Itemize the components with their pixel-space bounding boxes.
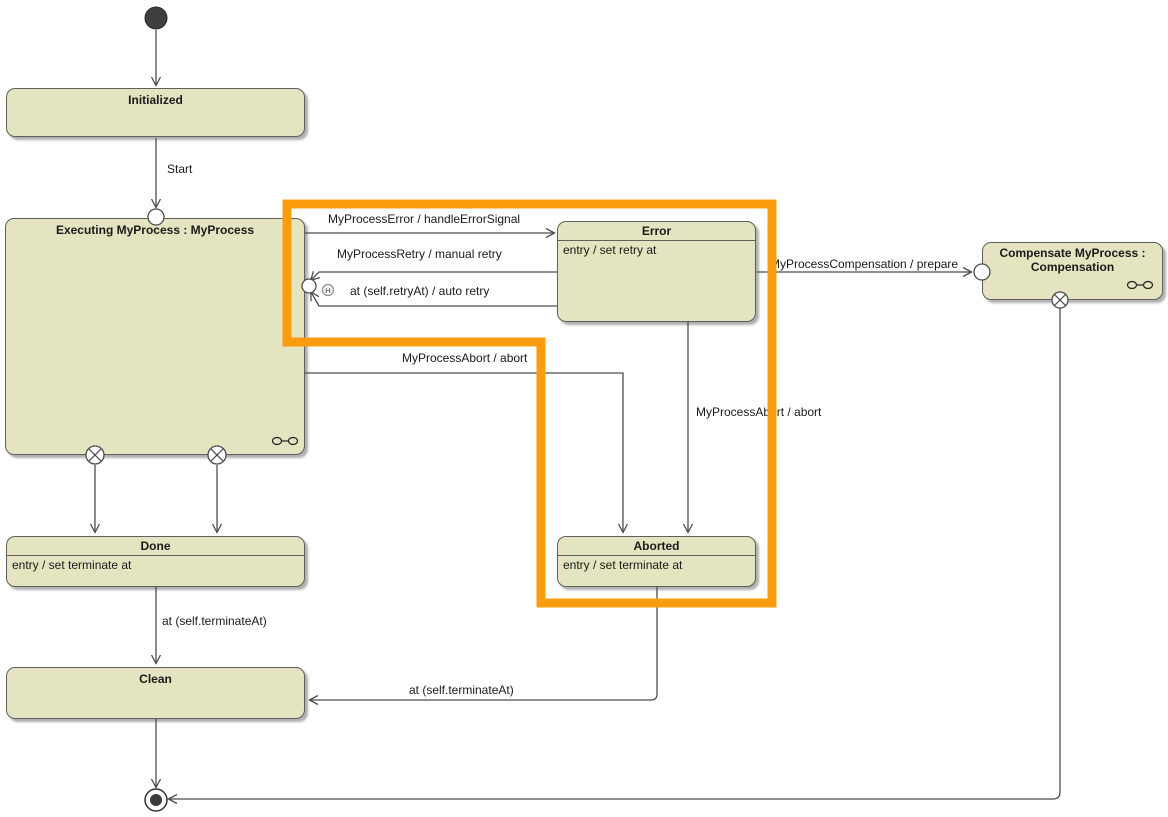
transition-label-terminate-from-aborted: at (self.terminateAt) <box>409 683 514 697</box>
state-done-title: Done <box>7 537 304 556</box>
state-initialized[interactable]: Initialized <box>6 88 305 137</box>
state-error[interactable]: Error entry / set retry at <box>557 221 756 322</box>
state-error-entry-action: entry / set retry at <box>563 243 657 257</box>
transition-label-abort-from-error: MyProcessAbort / abort <box>696 405 822 419</box>
initial-state-icon[interactable] <box>144 6 168 30</box>
state-clean-title: Clean <box>139 672 172 686</box>
state-aborted[interactable]: Aborted entry / set terminate at <box>557 536 756 587</box>
transition-label-manual-retry: MyProcessRetry / manual retry <box>337 247 502 261</box>
state-initialized-title: Initialized <box>128 93 183 107</box>
transition-executing-to-aborted <box>305 372 623 532</box>
state-executing-title: Executing MyProcess : MyProcess <box>55 223 255 237</box>
transition-label-start: Start <box>167 162 193 176</box>
state-compensate-title: Compensate MyProcess : Compensation <box>999 246 1146 274</box>
state-done-entry-action: entry / set terminate at <box>12 558 132 572</box>
transition-label-auto-retry: at (self.retryAt) / auto retry <box>350 284 490 298</box>
state-done[interactable]: Done entry / set terminate at <box>6 536 305 587</box>
svg-text:H: H <box>325 286 330 295</box>
state-executing[interactable]: Executing MyProcess : MyProcess <box>5 218 305 455</box>
state-compensate[interactable]: Compensate MyProcess : Compensation <box>982 242 1163 300</box>
history-icon[interactable]: H <box>321 283 335 297</box>
state-error-title: Error <box>558 222 755 241</box>
transition-label-compensation: MyProcessCompensation / prepare <box>770 257 959 271</box>
transition-label-terminate-from-done: at (self.terminateAt) <box>162 614 267 628</box>
state-aborted-title: Aborted <box>558 537 755 556</box>
final-state-icon[interactable] <box>144 788 168 812</box>
state-clean[interactable]: Clean <box>6 667 305 719</box>
transition-label-error-signal: MyProcessError / handleErrorSignal <box>328 212 521 226</box>
transition-error-to-executing-manual-retry <box>311 272 557 280</box>
state-aborted-entry-action: entry / set terminate at <box>563 558 683 572</box>
transition-label-abort-from-executing: MyProcessAbort / abort <box>402 351 528 365</box>
